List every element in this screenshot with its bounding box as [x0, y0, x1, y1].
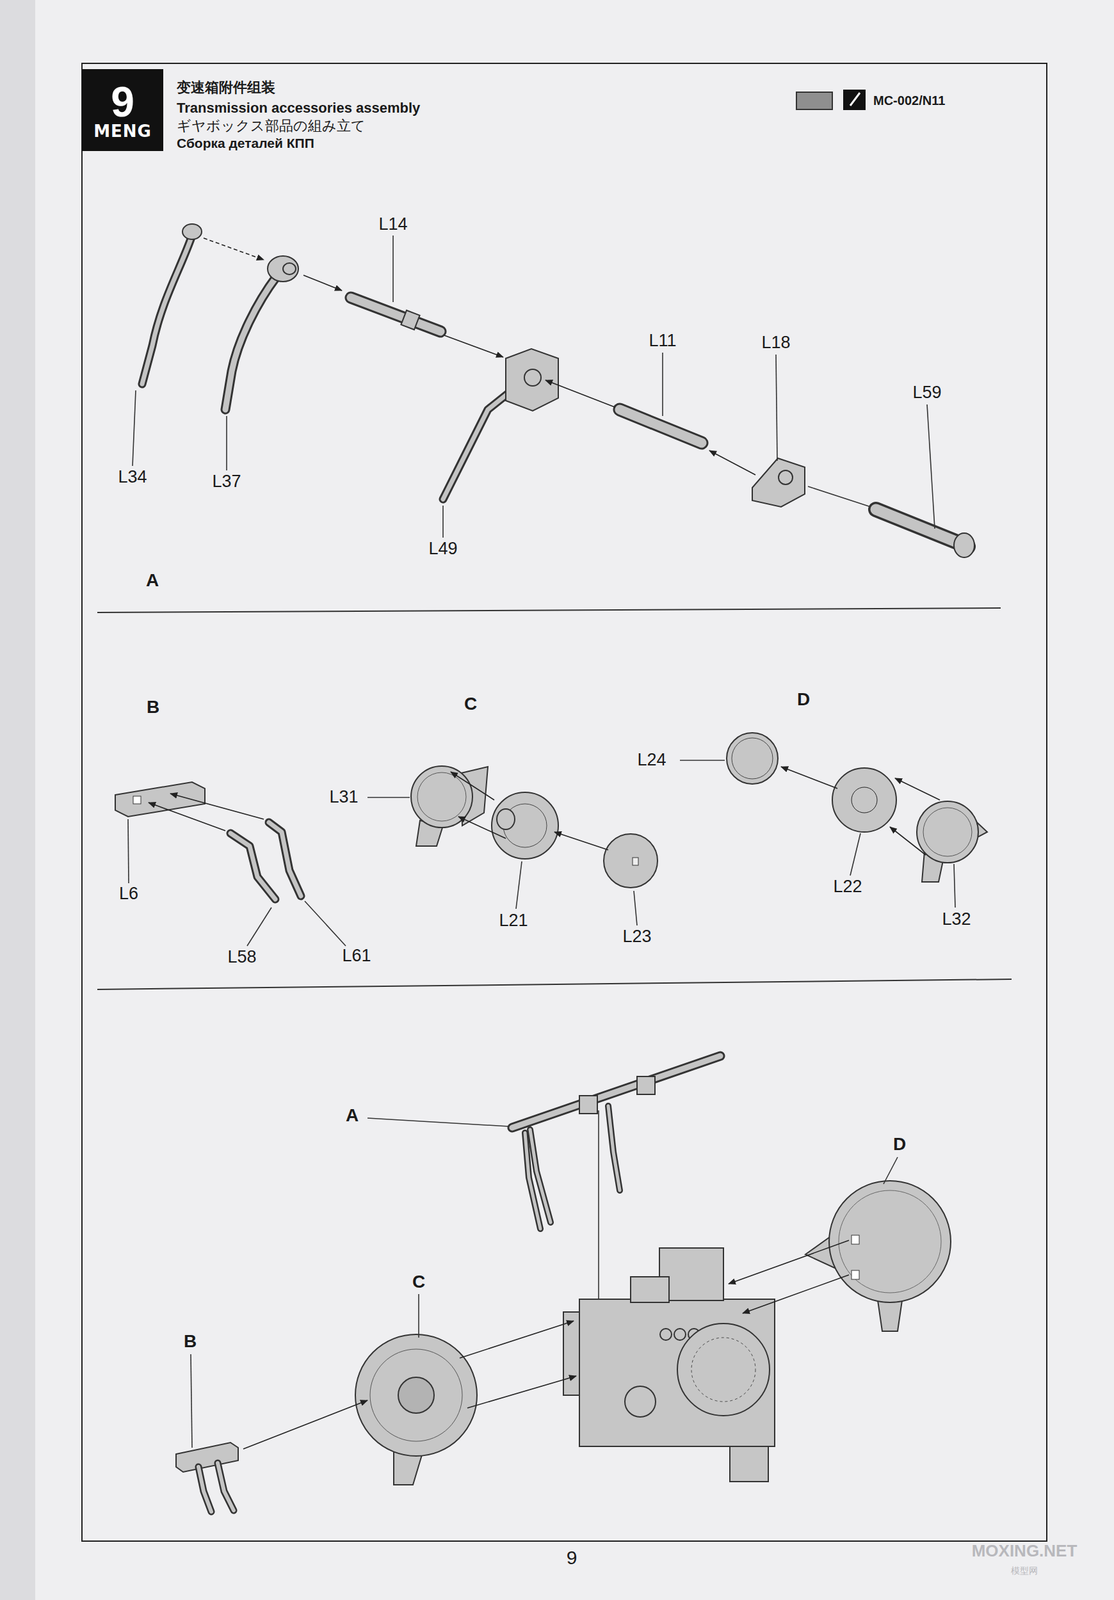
part-number: L34 [117, 467, 147, 488]
step-number: 9 [110, 80, 135, 123]
page-gutter [0, 0, 36, 1600]
subassembly-letter: A [345, 1105, 359, 1127]
subassembly-letter: C [412, 1272, 426, 1293]
separator [97, 608, 1001, 613]
subassembly-letter: C [464, 694, 477, 715]
subassembly-letter: D [893, 1134, 906, 1155]
page-frame [81, 63, 1047, 1542]
part-number: L58 [227, 947, 257, 968]
part-number: L22 [832, 877, 862, 897]
transmission-assembly [176, 1056, 951, 1513]
part-number: L23 [622, 927, 652, 947]
subassembly-a [132, 224, 975, 558]
separator [97, 979, 1012, 990]
subassembly-letter: B [146, 697, 160, 718]
step-title: 变速箱附件组装 [176, 79, 276, 96]
brand-logo: MENG [93, 122, 152, 140]
step-number-box: 9MENG [81, 69, 164, 152]
part-number: L32 [941, 909, 971, 930]
subassembly-letter: D [797, 689, 810, 711]
watermark: MOXING.NET [971, 1542, 1078, 1562]
paint-swatch [796, 89, 866, 111]
watermark: 模型网 [1010, 1566, 1038, 1577]
step-title: ギヤボックス部品の組み立て [176, 117, 366, 134]
part-number: L49 [428, 539, 458, 559]
part-number: L6 [119, 884, 139, 905]
subassembly-letter: A [145, 570, 159, 591]
part-number: L21 [498, 911, 528, 931]
subassembly-c [367, 766, 658, 926]
part-number: L14 [378, 214, 408, 235]
paint-code: MC-002/N11 [873, 93, 945, 109]
subassembly-letter: B [183, 1331, 197, 1353]
part-number: L31 [329, 787, 358, 808]
part-number: L18 [761, 332, 791, 353]
part-number: L59 [912, 382, 942, 403]
part-number: L37 [211, 471, 241, 492]
subassembly-b [115, 782, 346, 947]
part-number: L24 [637, 750, 666, 771]
step-title: Сборка деталей КПП [176, 135, 315, 152]
page-number: 9 [566, 1547, 578, 1570]
part-number: L11 [648, 330, 677, 351]
step-title: Transmission accessories assembly [176, 99, 420, 116]
part-number: L61 [341, 946, 371, 967]
subassembly-d [679, 733, 988, 908]
